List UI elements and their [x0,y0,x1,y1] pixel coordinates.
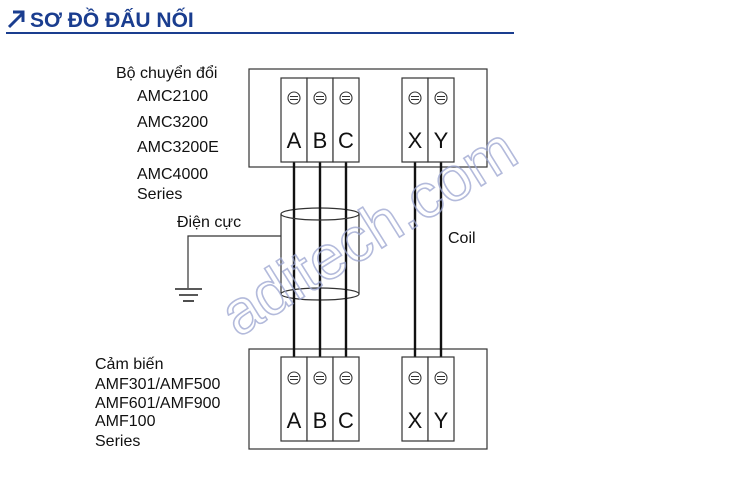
terminal-top-a: A [280,77,308,163]
screw-terminal-icon [434,371,448,385]
terminal-letter: C [338,128,354,153]
terminal-bottom-c: C [332,356,360,442]
converter-model-1: AMC2100 [137,88,208,105]
converter-model-2: AMC3200 [137,114,208,131]
terminal-letter: B [313,408,328,433]
converter-model-3: AMC3200E [137,139,219,156]
screw-terminal-icon [408,91,422,105]
terminal-letter: Y [434,408,449,433]
title-arrow-icon [7,10,25,29]
shield-top-front [280,213,360,221]
terminal-letter: X [408,128,423,153]
terminal-top-c: C [332,77,360,163]
converter-box [248,68,488,168]
converter-model-4: AMC4000 [137,166,208,183]
screw-terminal-icon [313,91,327,105]
terminal-bottom-x: X [401,356,429,442]
sensor-heading: Cảm biến [95,356,163,373]
sensor-box [248,348,488,450]
watermark-text: aditech.com [209,114,529,350]
screw-terminal-icon [339,91,353,105]
converter-model-5: Series [137,186,182,203]
ground-icon [175,235,281,302]
screw-terminal-icon [287,91,301,105]
sensor-model-4: Series [95,433,140,450]
screw-terminal-icon [434,91,448,105]
terminal-letter: A [287,408,302,433]
screw-terminal-icon [408,371,422,385]
terminal-letter: B [313,128,328,153]
terminal-top-y: Y [427,77,455,163]
electrode-label: Điện cực [177,214,241,231]
sensor-model-1: AMF301/AMF500 [95,376,220,393]
terminal-bottom-y: Y [427,356,455,442]
terminal-bottom-b: B [306,356,334,442]
screw-terminal-icon [287,371,301,385]
coil-label: Coil [448,230,476,247]
terminal-letter: X [408,408,423,433]
terminal-letter: Y [434,128,449,153]
screw-terminal-icon [313,371,327,385]
terminal-top-b: B [306,77,334,163]
sensor-model-2: AMF601/AMF900 [95,395,220,412]
screw-terminal-icon [339,371,353,385]
terminal-bottom-a: A [280,356,308,442]
page-title: SƠ ĐỒ ĐẤU NỐI [30,8,194,32]
converter-heading: Bộ chuyển đổi [116,64,217,82]
terminal-letter: A [287,128,302,153]
terminal-top-x: X [401,77,429,163]
terminal-letter: C [338,408,354,433]
sensor-model-3: AMF100 [95,413,156,430]
